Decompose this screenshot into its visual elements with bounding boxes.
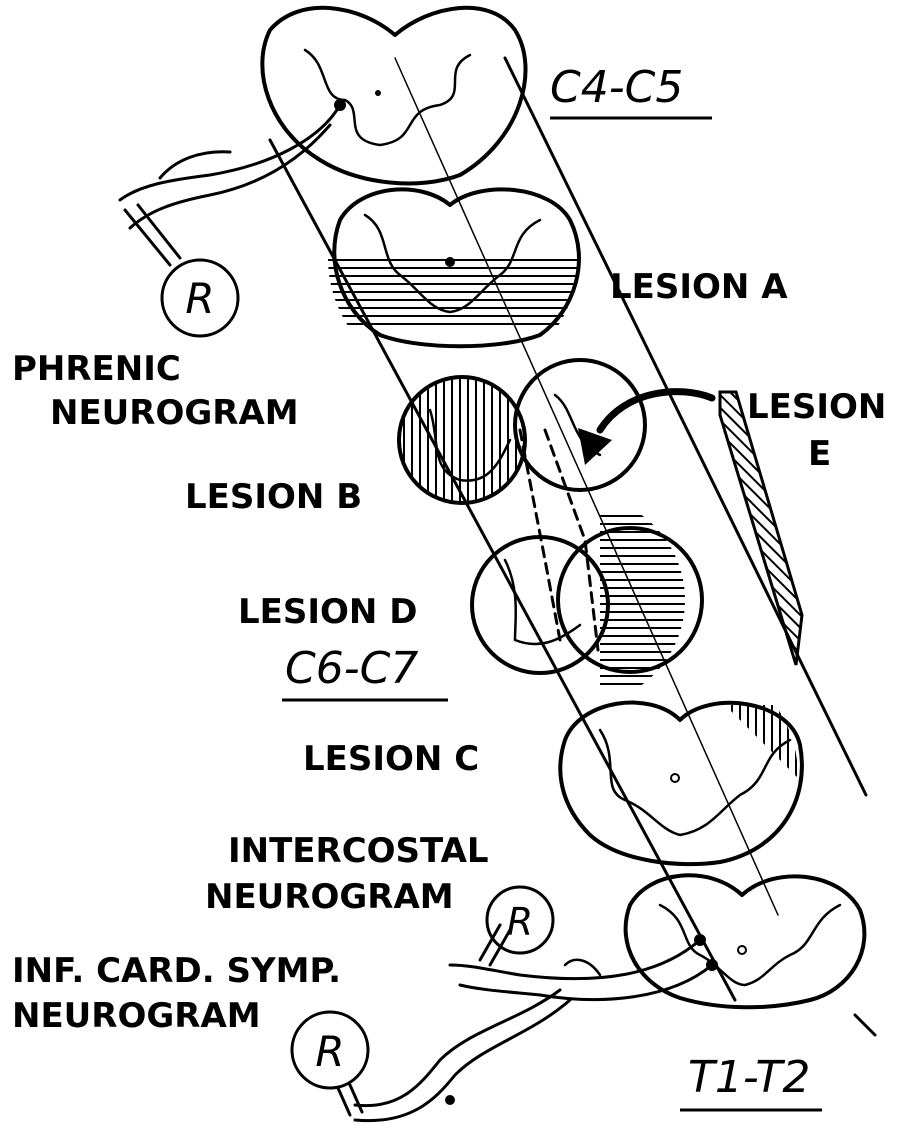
card-symp-label-line1: INF. CARD. SYMP. bbox=[12, 951, 341, 991]
lesion-c-hatch bbox=[725, 705, 800, 780]
lesion-e-plane bbox=[720, 392, 802, 665]
intercostal-nerve-root bbox=[355, 925, 712, 1121]
lesion-d-label: LESION D bbox=[238, 592, 417, 632]
segment-label-c4-c5: C4-C5 bbox=[550, 62, 683, 113]
svg-text:R: R bbox=[507, 900, 533, 944]
svg-text:R: R bbox=[315, 1027, 344, 1076]
cord-section-lesion-c bbox=[560, 703, 802, 865]
cord-section-lesion-b bbox=[399, 360, 645, 503]
phrenic-label-line1: PHRENIC bbox=[12, 349, 181, 389]
lesion-d-hatch bbox=[600, 510, 710, 690]
segment-label-c6-c7: C6-C7 bbox=[285, 643, 418, 694]
cord-section-lesion-a bbox=[325, 189, 585, 346]
lesion-a-label: LESION A bbox=[610, 267, 788, 307]
card-symp-label-line2: NEUROGRAM bbox=[12, 996, 261, 1036]
cardiac-sympathetic-recorder: R bbox=[292, 1012, 368, 1115]
intercostal-label-line1: INTERCOSTAL bbox=[228, 831, 489, 871]
lesion-e-label-line2: E bbox=[808, 434, 831, 474]
segment-label-t1-t2: T1-T2 bbox=[688, 1052, 810, 1103]
lesion-e-label-line1: LESION bbox=[747, 387, 886, 427]
intercostal-recorder: R bbox=[487, 887, 553, 953]
phrenic-nerve-root bbox=[120, 105, 340, 265]
phrenic-label-line2: NEUROGRAM bbox=[50, 393, 299, 433]
lesion-c-label: LESION C bbox=[303, 739, 479, 779]
cord-section-t1-t2 bbox=[626, 875, 875, 1035]
phrenic-recorder: R bbox=[162, 260, 238, 336]
lesion-a-hatch bbox=[325, 258, 585, 328]
lesion-b-label: LESION B bbox=[185, 477, 362, 517]
cord-section-c4-c5 bbox=[262, 8, 525, 184]
intercostal-label-line2: NEUROGRAM bbox=[205, 877, 454, 917]
svg-text:R: R bbox=[185, 274, 214, 323]
